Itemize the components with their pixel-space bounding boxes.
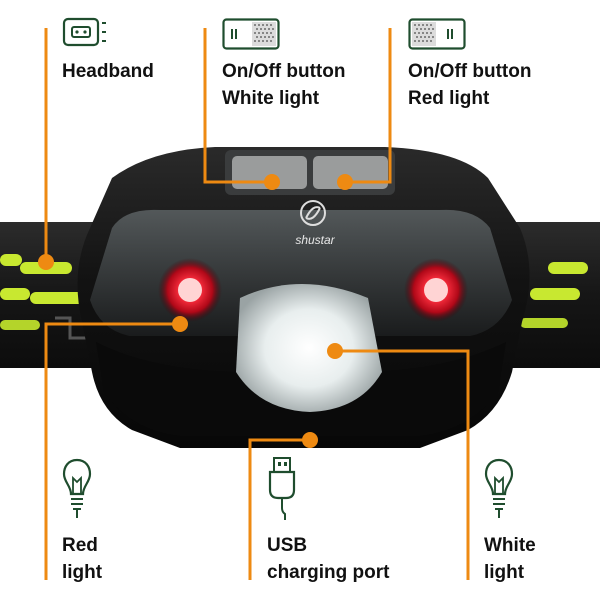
white-button-label: On/Off button White light xyxy=(222,58,345,112)
callout-dot-red-light xyxy=(172,316,188,332)
red-light-label: Red light xyxy=(62,532,102,586)
callout-dot-usb xyxy=(302,432,318,448)
red-light-label-line1: Red xyxy=(62,535,98,556)
button-white-icon xyxy=(222,18,280,50)
white-button-label-line1: On/Off button xyxy=(222,61,346,82)
white-button-label-line2: White light xyxy=(222,88,320,109)
red-led-left xyxy=(158,258,222,322)
white-light-bulb-icon xyxy=(484,458,514,518)
red-led-right xyxy=(404,258,468,322)
callout-dot-red-button xyxy=(337,174,353,190)
red-button-label: On/Off button Red light xyxy=(408,58,531,112)
red-button-label-line1: On/Off button xyxy=(408,61,532,82)
button-red-icon xyxy=(408,18,466,50)
callout-dot-headband xyxy=(38,254,54,270)
usb-label-line1: USB xyxy=(267,535,308,556)
usb-label-line2: charging port xyxy=(267,562,390,583)
headband-label-text: Headband xyxy=(62,61,154,82)
red-light-bulb-icon xyxy=(62,458,92,518)
red-button-label-line2: Red light xyxy=(408,88,490,109)
white-light-label: White light xyxy=(484,532,536,586)
usb-label: USB charging port xyxy=(267,532,389,586)
brand-logo-text: shustar xyxy=(295,233,335,247)
headband-label: Headband xyxy=(62,58,154,85)
callout-dot-white-button xyxy=(264,174,280,190)
headband-clip-icon xyxy=(62,17,106,47)
callout-dots xyxy=(38,174,353,448)
callout-dot-white-light xyxy=(327,343,343,359)
white-light-label-line2: light xyxy=(484,562,525,583)
usb-plug-icon xyxy=(268,457,296,520)
brand-logo-icon xyxy=(300,200,326,226)
white-light-label-line1: White xyxy=(484,535,536,556)
callout-lines xyxy=(44,28,470,580)
white-led xyxy=(236,284,382,412)
red-light-label-line2: light xyxy=(62,562,103,583)
